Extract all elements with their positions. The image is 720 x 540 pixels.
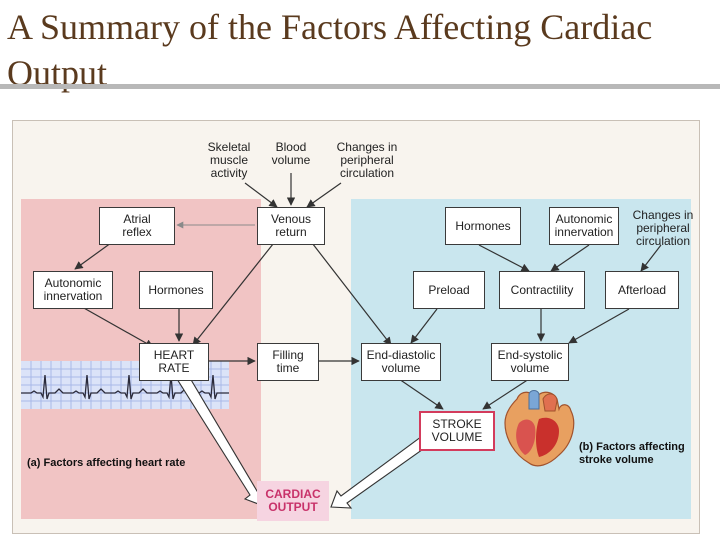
- blood-volume-label: Blood volume: [271, 140, 311, 167]
- heart-anatomy-icon: [504, 390, 575, 467]
- arrow-heart-rate-to-cardiac-output: [176, 372, 263, 506]
- slide-title: A Summary of the Factors Affecting Cardi…: [7, 7, 653, 93]
- filling-time-box: Filling time: [257, 343, 319, 381]
- cardiac-output-diagram: Skeletal muscle activity Blood volume Ch…: [12, 120, 700, 534]
- arrow-skeletal-to-venous: [244, 182, 278, 208]
- title-divider: [0, 84, 720, 89]
- autonomic-innervation-right-box: Autonomic innervation: [549, 207, 619, 245]
- arrow-afterload-to-esv: [568, 308, 630, 344]
- arrow-peripheral-to-afterload: [640, 244, 662, 272]
- heart-rate-panel-caption: (a) Factors affecting heart rate: [27, 457, 186, 469]
- autonomic-innervation-left-box: Autonomic innervation: [33, 271, 113, 309]
- preload-box: Preload: [413, 271, 485, 309]
- end-systolic-volume-box: End-systolic volume: [491, 343, 569, 381]
- stroke-volume-box: STROKE VOLUME: [419, 411, 495, 451]
- venous-return-box: Venous return: [257, 207, 325, 245]
- changes-peripheral-right-label: Changes in peripheral circulation: [632, 208, 694, 248]
- atrial-reflex-box: Atrial reflex: [99, 207, 175, 245]
- afterload-box: Afterload: [605, 271, 679, 309]
- heart-rate-box: HEART RATE: [139, 343, 209, 381]
- arrow-hormones-to-contractility: [478, 244, 530, 272]
- end-diastolic-volume-box: End-diastolic volume: [361, 343, 441, 381]
- arrow-esv-to-stroke: [482, 378, 530, 410]
- arrow-edv-to-stroke: [398, 378, 444, 410]
- arrow-autonomic-to-contractility: [550, 244, 590, 272]
- connector-layer: [74, 173, 662, 509]
- skeletal-muscle-activity-label: Skeletal muscle activity: [207, 140, 251, 180]
- contractility-box: Contractility: [499, 271, 585, 309]
- cardiac-output-box: CARDIAC OUTPUT: [257, 481, 329, 521]
- arrow-preload-to-edv: [410, 308, 438, 344]
- stroke-volume-panel-caption: (b) Factors affecting stroke volume: [579, 441, 685, 466]
- arrow-venous-to-heart-rate: [192, 238, 278, 346]
- hormones-right-box: Hormones: [445, 207, 521, 245]
- arrow-peripheral-to-venous: [306, 182, 342, 208]
- changes-peripheral-top-label: Changes in peripheral circulation: [336, 140, 398, 180]
- arrow-venous-to-edv: [308, 238, 392, 346]
- hormones-left-box: Hormones: [139, 271, 213, 309]
- arrow-autonomic-to-heart-rate: [74, 302, 154, 348]
